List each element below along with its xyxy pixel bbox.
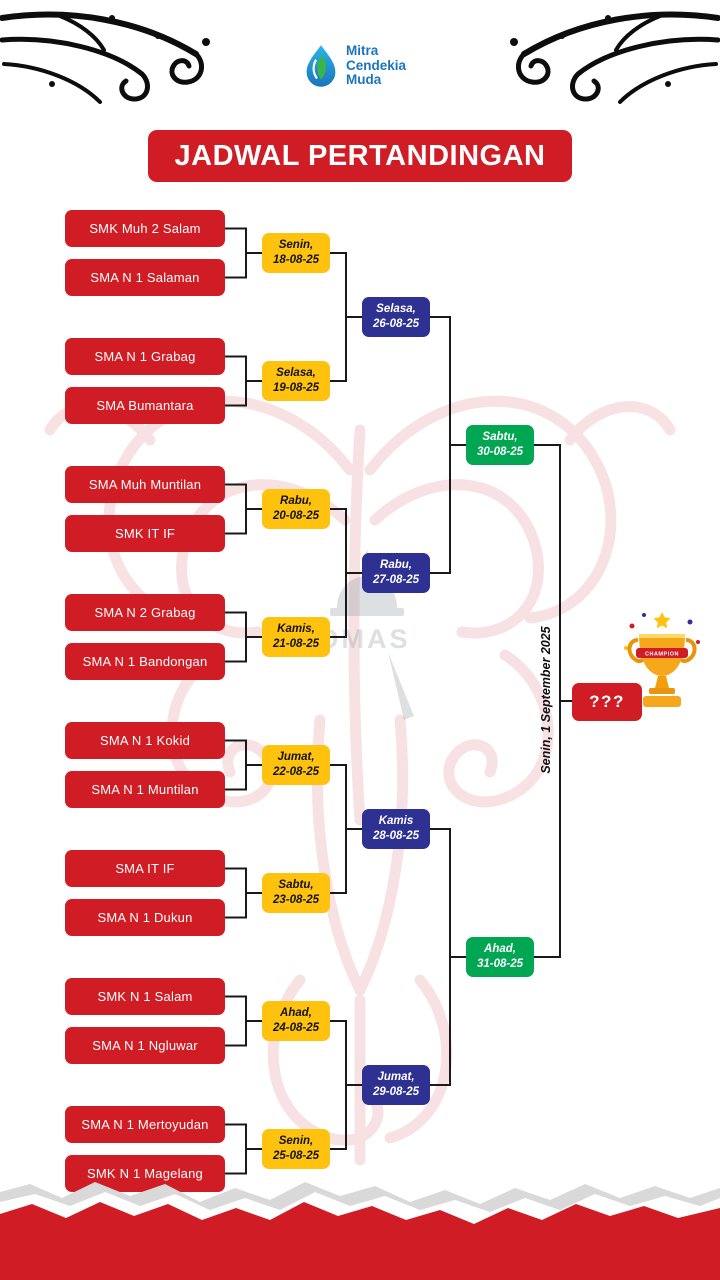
match-day: Sabtu,: [278, 879, 314, 892]
match-date: 25-08-25: [272, 1150, 320, 1162]
match-date: 23-08-25: [272, 894, 320, 906]
logo-drop-icon: [306, 45, 336, 87]
match-date: 24-08-25: [272, 1022, 320, 1034]
team-box: SMA N 1 Mertoyudan: [65, 1106, 225, 1143]
title-banner: JADWAL PERTANDINGAN: [148, 130, 572, 182]
match-date-semifinal: Ahad, 31-08-25: [466, 937, 534, 977]
logo-line: Mitra: [346, 43, 379, 59]
match-date-round1: Selasa, 19-08-25: [262, 361, 330, 401]
match-date-round1: Senin, 18-08-25: [262, 233, 330, 273]
match-day: Kamis: [378, 815, 414, 828]
match-date-round1: Sabtu, 23-08-25: [262, 873, 330, 913]
team-box: SMA Muh Muntilan: [65, 466, 225, 503]
bracket-connectors: [225, 227, 572, 1175]
match-day: Selasa,: [276, 367, 316, 380]
logo-line: Muda: [346, 72, 382, 88]
match-date: 21-08-25: [272, 638, 320, 650]
match-day: Rabu,: [380, 559, 412, 572]
match-day: Ahad,: [280, 1007, 312, 1020]
team-box: SMA Bumantara: [65, 387, 225, 424]
team-box: SMA N 2 Grabag: [65, 594, 225, 631]
trophy-ribbon-text: CHAMPION: [645, 652, 679, 658]
champion-placeholder-box: ???: [572, 683, 642, 721]
team-box: SMK N 1 Salam: [65, 978, 225, 1015]
match-date-round1: Ahad, 24-08-25: [262, 1001, 330, 1041]
match-date-round2: Selasa, 26-08-25: [362, 297, 430, 337]
match-date: 26-08-25: [372, 318, 420, 330]
match-day: Jumat,: [377, 1071, 415, 1084]
match-date: 18-08-25: [272, 254, 320, 266]
match-date: 31-08-25: [476, 958, 524, 970]
team-box: SMA N 1 Salaman: [65, 259, 225, 296]
match-date: 22-08-25: [272, 766, 320, 778]
team-box: SMA N 1 Muntilan: [65, 771, 225, 808]
match-day: Sabtu,: [482, 431, 518, 444]
flourish-strokes: [0, 11, 210, 104]
logo-wordmark: Mitra Cendekia Muda: [346, 44, 406, 88]
team-box: SMA N 1 Kokid: [65, 722, 225, 759]
team-box: SMA N 1 Dukun: [65, 899, 225, 936]
logo: Mitra Cendekia Muda: [303, 44, 406, 88]
trophy-cup: CHAMPION: [627, 634, 697, 707]
match-date-semifinal: Sabtu, 30-08-25: [466, 425, 534, 465]
torn-paper-edge: [0, 1182, 720, 1280]
team-box: SMA N 1 Bandongan: [65, 643, 225, 680]
match-date: 20-08-25: [272, 510, 320, 522]
trophy-confetti: [624, 612, 700, 650]
match-day: Selasa,: [376, 303, 416, 316]
match-date-round1: Rabu, 20-08-25: [262, 489, 330, 529]
trophy-icon: CHAMPION: [624, 612, 700, 707]
match-date: 27-08-25: [372, 574, 420, 586]
match-day: Ahad,: [484, 943, 516, 956]
match-date-round1: Senin, 25-08-25: [262, 1129, 330, 1169]
match-date: 28-08-25: [372, 830, 420, 842]
corner-flourish-left: [0, 11, 210, 104]
team-box: SMA IT IF: [65, 850, 225, 887]
logo-line: Cendekia: [346, 57, 407, 73]
match-day: Rabu,: [280, 495, 312, 508]
team-box: SMA N 1 Ngluwar: [65, 1027, 225, 1064]
match-day: Senin,: [278, 1135, 314, 1148]
match-date-round1: Kamis, 21-08-25: [262, 617, 330, 657]
team-box: SMA N 1 Grabag: [65, 338, 225, 375]
match-date: 30-08-25: [476, 446, 524, 458]
corner-flourish-right: [510, 11, 720, 104]
match-day: Jumat,: [277, 751, 315, 764]
emblem-text: OMAS: [318, 624, 411, 654]
flourish-strokes: [510, 11, 720, 104]
team-box: SMK IT IF: [65, 515, 225, 552]
page-title: JADWAL PERTANDINGAN: [174, 139, 546, 172]
match-day: Senin,: [278, 239, 314, 252]
match-date: 29-08-25: [372, 1086, 420, 1098]
final-date-label: Senin, 1 September 2025: [539, 626, 553, 774]
match-day: Kamis,: [277, 623, 315, 636]
match-date: 19-08-25: [272, 382, 320, 394]
match-date-round2: Rabu, 27-08-25: [362, 553, 430, 593]
match-date-round1: Jumat, 22-08-25: [262, 745, 330, 785]
match-date-round2: Kamis 28-08-25: [362, 809, 430, 849]
team-box: SMK Muh 2 Salam: [65, 210, 225, 247]
match-date-round2: Jumat, 29-08-25: [362, 1065, 430, 1105]
